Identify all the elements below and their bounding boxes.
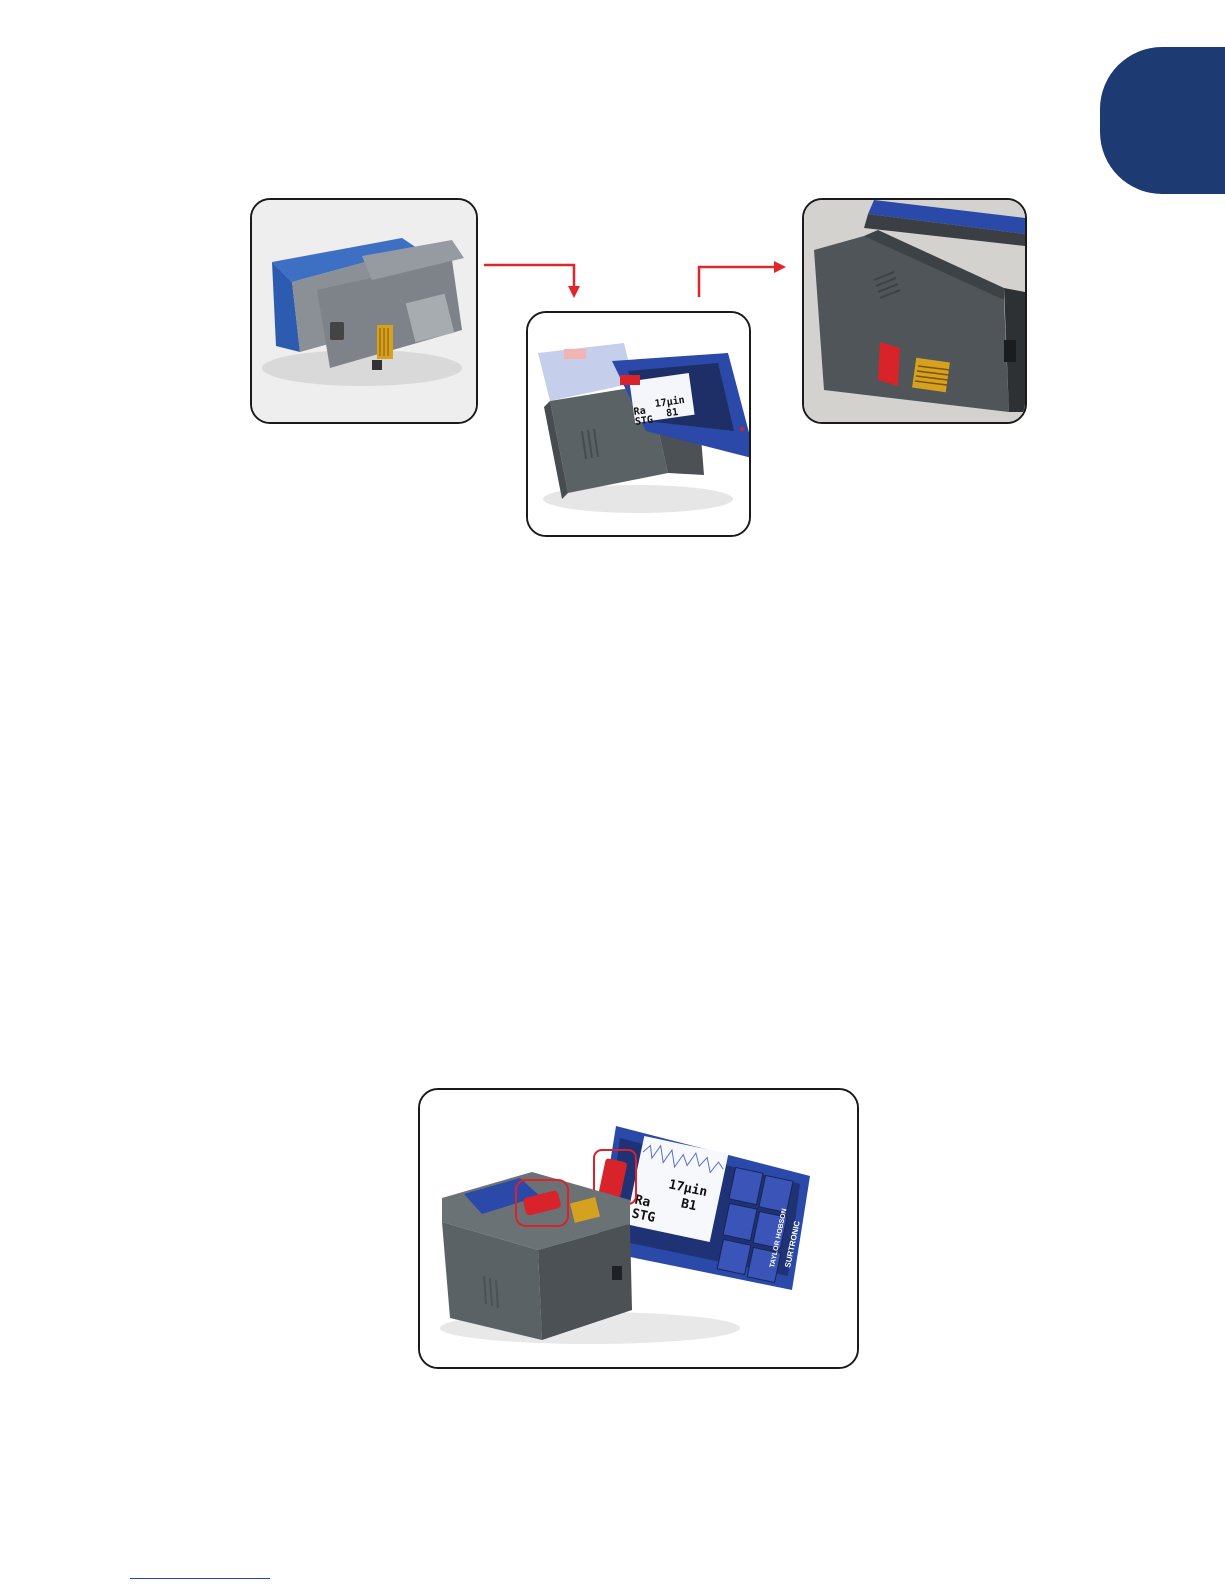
drive-unit-attached-illustration xyxy=(804,200,1025,422)
drive-unit-detail-illustration: Ra 17μin STG B1 TAYLOR HOBSON SURTRONIC xyxy=(420,1090,857,1367)
drive-unit-detail-image: Ra 17μin STG B1 TAYLOR HOBSON SURTRONIC xyxy=(418,1088,859,1369)
drive-unit-attach-illustration: Ra 17μin STG 81 xyxy=(528,313,749,535)
footer-link-underline[interactable] xyxy=(130,1578,270,1579)
instrument-back-image xyxy=(250,198,478,424)
instrument-back-illustration xyxy=(252,200,476,422)
screen-value: 81 xyxy=(666,407,679,420)
arrow-right-down xyxy=(484,262,584,302)
drive-unit-attach-image: Ra 17μin STG 81 xyxy=(526,311,751,537)
arrow-up-right xyxy=(694,259,790,299)
section-tab xyxy=(1100,47,1225,194)
drive-unit-attached-image xyxy=(802,198,1027,424)
